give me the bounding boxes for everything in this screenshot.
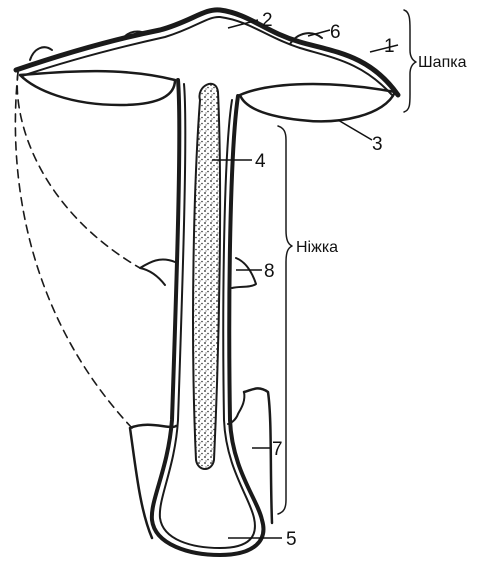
label-5: 5 <box>286 529 297 550</box>
veil-dashed-line-lower <box>15 72 132 428</box>
label-2: 2 <box>262 10 273 31</box>
leader-3 <box>338 120 372 140</box>
group-label-stalk: Ніжка <box>296 239 338 256</box>
right-gill-chamber <box>240 84 395 121</box>
label-1: 1 <box>384 36 395 57</box>
label-4: 4 <box>255 151 266 172</box>
label-8: 8 <box>264 261 275 282</box>
cap-bracket <box>404 10 416 112</box>
stalk-core <box>193 84 220 469</box>
label-6: 6 <box>330 22 341 43</box>
label-7: 7 <box>272 439 283 460</box>
label-3: 3 <box>372 134 383 155</box>
left-gill-chamber <box>20 71 175 105</box>
cap-outline <box>16 10 398 95</box>
group-label-cap: Шапка <box>418 54 467 71</box>
